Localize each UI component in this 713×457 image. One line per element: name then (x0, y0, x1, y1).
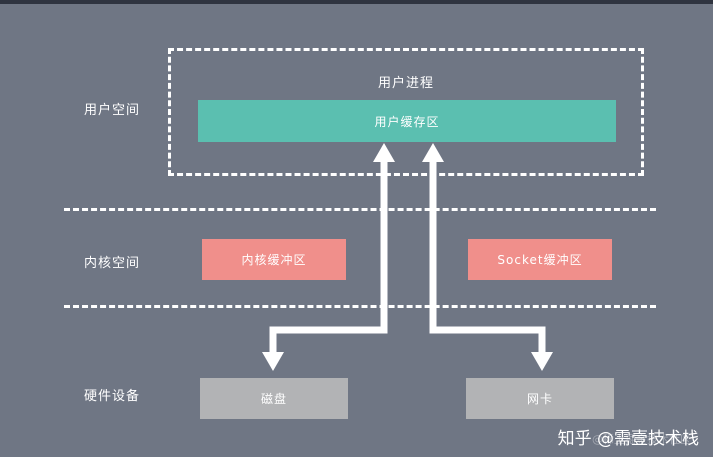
separator-user-kernel (64, 208, 656, 211)
separator-kernel-hardware (64, 305, 656, 308)
top-strip (0, 0, 713, 4)
user-process-box (168, 48, 644, 176)
socket-buffer-block: Socket缓冲区 (468, 239, 612, 280)
hardware-label: 硬件设备 (84, 389, 141, 404)
user-process-title: 用户进程 (377, 76, 434, 91)
nic-block: 网卡 (466, 378, 614, 419)
watermark-secondary: @稀土掘金技术社区 (592, 433, 691, 446)
kernel-space-label: 内核空间 (84, 256, 141, 271)
arrowhead-up-right (422, 143, 444, 162)
arrowhead-up-left (373, 143, 395, 162)
watermark-primary: 知乎 @需壹技术栈 (557, 429, 699, 449)
arrowhead-down-nic (531, 352, 553, 371)
disk-to-user-arrow (269, 160, 388, 354)
arrowhead-down-disk (262, 352, 284, 371)
disk-block: 磁盘 (200, 378, 348, 419)
kernel-buffer-block: 内核缓冲区 (202, 239, 346, 280)
user-buffer-block: 用户缓存区 (198, 100, 616, 142)
user-to-nic-arrow (429, 160, 546, 354)
user-space-label: 用户空间 (84, 103, 141, 118)
